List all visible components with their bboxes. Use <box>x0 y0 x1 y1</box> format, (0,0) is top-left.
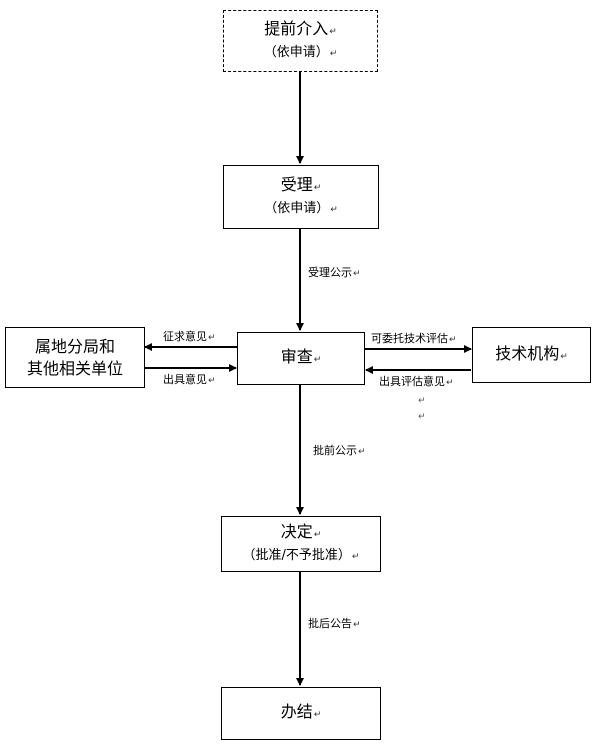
paragraph-mark: ↵ <box>330 205 338 215</box>
label-pre-approval-notice: 批前公示↵ <box>313 444 366 457</box>
stray-paragraph-mark: ↵ <box>418 412 426 422</box>
label-evaluation-opinion: 出具评估意见↵ <box>379 375 454 388</box>
node-tech-agency: 技术机构↵ <box>472 327 591 383</box>
paragraph-mark: ↵ <box>313 183 322 193</box>
node-local-bureau: 属地分局和 其他相关单位 <box>5 327 145 388</box>
node-local-line2: 其他相关单位 <box>26 358 123 378</box>
node-decision: 决定↵ （批准/不予批准）↵ <box>221 516 381 572</box>
node-tech-title: 技术机构 <box>495 343 560 363</box>
node-completed-title: 办结 <box>280 702 313 721</box>
node-review-title: 审查 <box>280 347 313 366</box>
label-solicit-opinion: 征求意见↵ <box>163 330 216 343</box>
label-entrust-evaluation: 可委托技术评估↵ <box>371 332 457 345</box>
node-local-line1: 属地分局和 <box>34 336 115 356</box>
node-accept-title: 受理 <box>280 175 313 194</box>
paragraph-mark: ↵ <box>329 27 337 37</box>
paragraph-mark: ↵ <box>313 355 322 365</box>
paragraph-mark: ↵ <box>560 351 568 362</box>
paragraph-mark: ↵ <box>351 552 360 562</box>
paragraph-mark: ↵ <box>313 530 322 540</box>
node-accept-subtitle: （依申请） <box>264 201 330 216</box>
stray-paragraph-mark: ↵ <box>418 396 426 406</box>
node-decision-subtitle: （批准/不予批准） <box>242 548 351 563</box>
node-review: 审查↵ <box>237 332 365 385</box>
node-early-title: 提前介入 <box>264 19 329 38</box>
label-issue-opinion: 出具意见↵ <box>163 373 216 386</box>
node-early-intervention: 提前介入↵ （依申请）↵ <box>223 10 378 72</box>
node-early-subtitle: （依申请） <box>263 45 329 60</box>
node-completed: 办结↵ <box>221 687 381 740</box>
label-accept-notice: 受理公示↵ <box>308 266 361 279</box>
node-accept: 受理↵ （依申请）↵ <box>223 165 379 229</box>
paragraph-mark: ↵ <box>313 710 322 720</box>
node-decision-title: 决定 <box>280 522 313 541</box>
paragraph-mark: ↵ <box>329 49 338 59</box>
label-post-approval-notice: 批后公告↵ <box>308 617 361 630</box>
